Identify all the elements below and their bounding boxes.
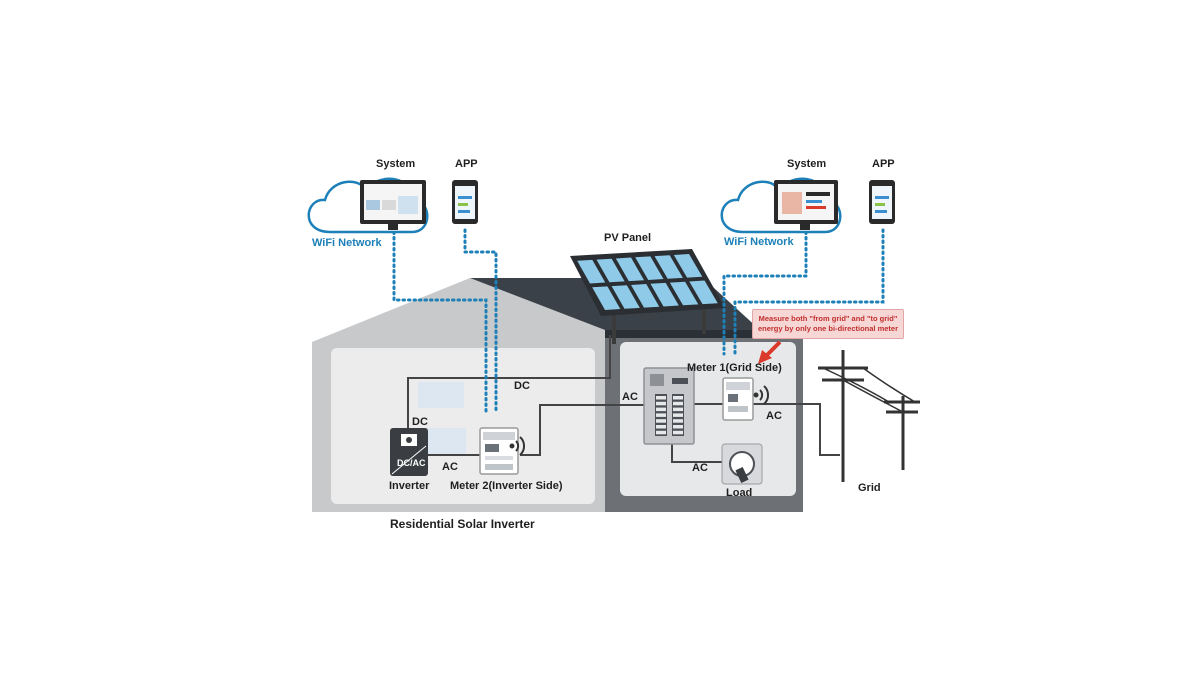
pv-cell xyxy=(596,258,625,283)
pv-cell xyxy=(592,286,621,310)
inverter-symbol: DC/AC xyxy=(397,458,426,468)
system-right-label: System xyxy=(787,158,827,170)
wifi-line-left-app xyxy=(463,228,498,415)
wires xyxy=(407,335,840,463)
wire-ac-meter1-grid xyxy=(752,403,840,456)
breaker-switch xyxy=(673,425,683,429)
ac-bottom-label: AC xyxy=(692,462,708,474)
wifi-lines xyxy=(392,228,885,415)
pv-cells xyxy=(577,254,718,310)
wifi-line-right-system xyxy=(722,230,808,356)
app-right-label: APP xyxy=(872,158,895,170)
monitor-right xyxy=(774,180,838,230)
callout-line-1: Measure both "from grid" and "to grid" xyxy=(758,314,898,323)
pv-cell xyxy=(615,257,645,282)
breaker-switch xyxy=(656,419,666,423)
meter-1 xyxy=(722,377,754,421)
utility-pole xyxy=(818,350,920,482)
pv-panel xyxy=(570,249,725,316)
wifi-network-left-label: WiFi Network xyxy=(312,237,382,249)
breaker-switch xyxy=(673,430,683,435)
grid-label: Grid xyxy=(858,482,881,494)
inverter xyxy=(390,428,428,476)
breaker-switch xyxy=(656,401,666,406)
window xyxy=(418,382,464,408)
pv-cell xyxy=(669,281,699,306)
diagram-caption: Residential Solar Inverter xyxy=(390,517,535,531)
ac-panel-label: AC xyxy=(622,391,638,403)
inverter-label: Inverter xyxy=(389,480,430,492)
pv-cell xyxy=(577,259,606,284)
system-left-label: System xyxy=(376,158,416,170)
phone-left xyxy=(452,180,478,224)
callout-box: Measure both "from grid" and "to grid" e… xyxy=(752,309,904,339)
wifi-line-right-app xyxy=(733,228,885,356)
breaker-switch xyxy=(673,407,683,412)
breakers xyxy=(656,396,683,435)
wireless-signal-icon xyxy=(753,385,770,405)
breaker-switch xyxy=(656,413,666,417)
breaker-panel xyxy=(643,367,695,445)
breaker-switch xyxy=(656,396,666,400)
pv-cell xyxy=(631,284,660,308)
load-label: Load xyxy=(726,487,753,499)
breaker-switch xyxy=(656,407,666,412)
ac-left-label: AC xyxy=(442,461,458,473)
phone-right xyxy=(869,180,895,224)
breaker-switch xyxy=(656,430,666,435)
meter-2-label: Meter 2(Inverter Side) xyxy=(450,480,563,492)
pv-post xyxy=(612,310,616,344)
callout-arrow xyxy=(758,340,782,364)
pv-cell xyxy=(635,256,664,280)
callout-line-2: energy by only one bi-directional meter xyxy=(757,324,899,333)
breaker-switch xyxy=(673,413,683,417)
breaker-switch xyxy=(673,401,683,406)
pv-post xyxy=(702,304,706,334)
meter-2 xyxy=(479,427,519,475)
meter-1-label: Meter 1(Grid Side) xyxy=(687,362,782,374)
breaker-switch xyxy=(673,419,683,423)
pv-cell xyxy=(673,254,703,278)
wifi-line-left-system xyxy=(392,230,488,415)
monitor-left xyxy=(360,180,426,230)
pv-cell xyxy=(650,282,679,307)
pv-cell xyxy=(654,255,683,279)
wifi-network-right-label: WiFi Network xyxy=(724,236,794,248)
dc-left-label: DC xyxy=(412,416,428,428)
wire-ac-meter2-panel xyxy=(520,404,644,456)
pv-panel-label: PV Panel xyxy=(604,232,652,244)
wireless-signal-icon xyxy=(509,436,526,456)
dc-top-label: DC xyxy=(514,380,530,392)
wire-dc-top xyxy=(407,335,611,428)
load-socket xyxy=(721,443,763,485)
breaker-switch xyxy=(673,396,683,400)
breaker-switch xyxy=(656,425,666,429)
ac-right-label: AC xyxy=(766,410,782,422)
wire-ac-panel-load xyxy=(671,444,730,463)
app-left-label: APP xyxy=(455,158,478,170)
pv-cell xyxy=(689,280,718,305)
roof-edge xyxy=(605,330,760,338)
pv-cell xyxy=(611,285,640,309)
